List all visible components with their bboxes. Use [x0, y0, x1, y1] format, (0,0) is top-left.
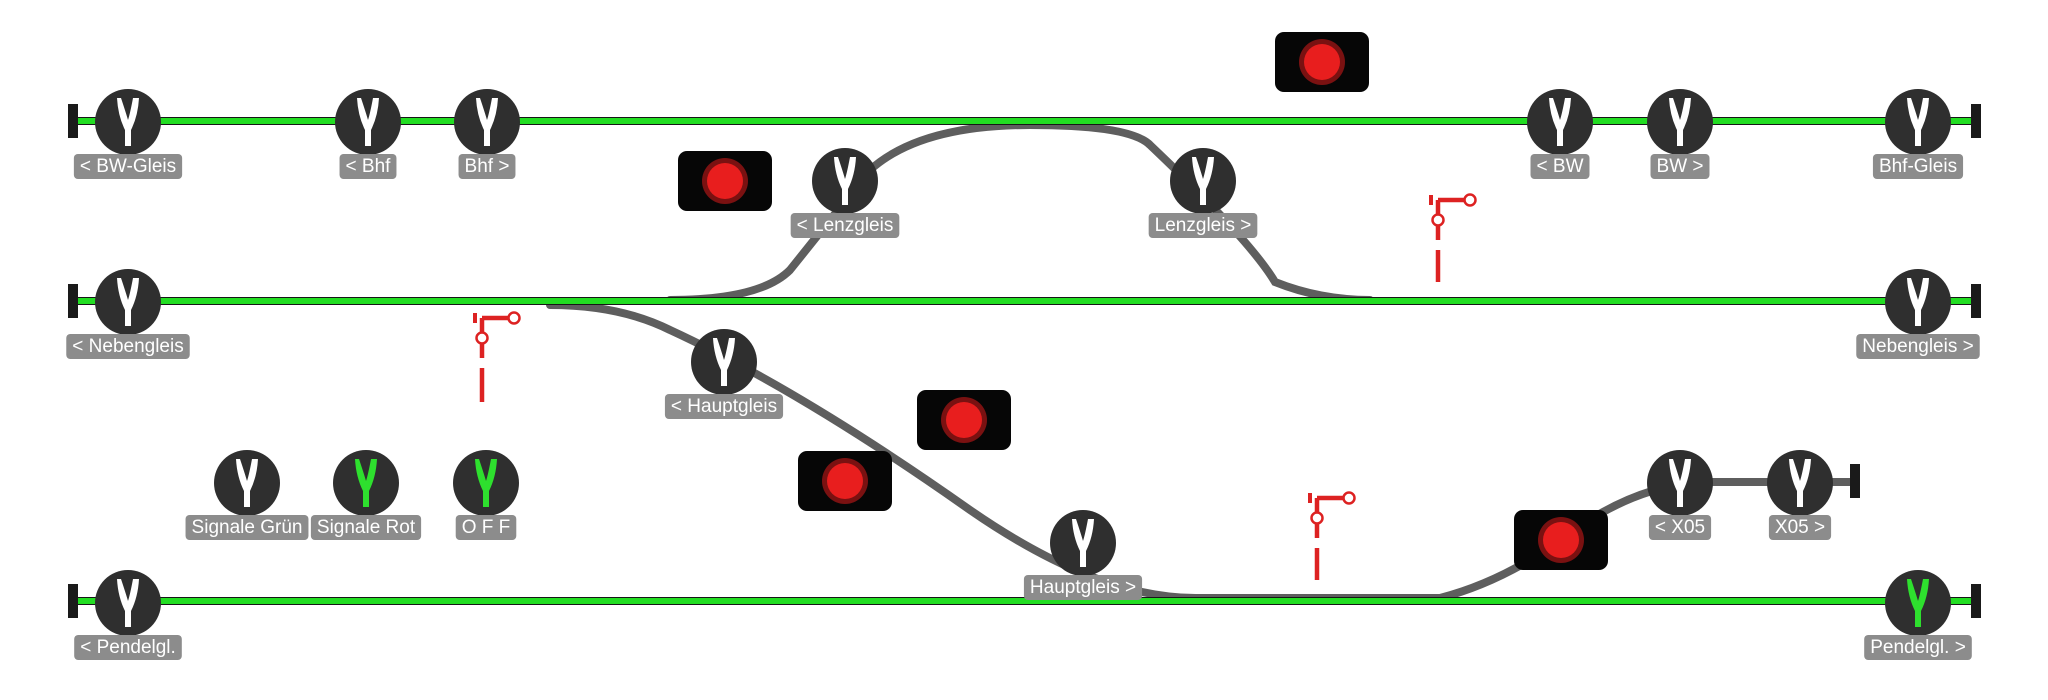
switch-label-text: < BW-Gleis — [80, 156, 176, 177]
switch-label-text: Signale Rot — [317, 517, 416, 538]
switch-label: Signale Rot — [310, 515, 422, 540]
switch-button[interactable]: BW > — [1647, 89, 1713, 179]
switch-label: < BW-Gleis — [73, 154, 183, 179]
switch-button[interactable]: Lenzgleis > — [1148, 148, 1258, 238]
switch-label: < Pendelgl. — [74, 635, 182, 660]
signal-lenzgleis[interactable] — [678, 151, 772, 211]
switch-label-text: < Nebengleis — [72, 336, 183, 357]
switch-label-background — [664, 394, 784, 419]
switch-label: < BW — [1530, 154, 1590, 179]
switch-label-background — [66, 334, 190, 359]
buffer-stop — [1971, 284, 1981, 318]
switch-label-background — [1023, 575, 1143, 600]
switch-button[interactable]: Signale Grün — [185, 450, 309, 540]
switch-label-background — [310, 515, 422, 540]
buffer-stop — [1971, 584, 1981, 618]
switch-button[interactable]: Pendelgl. > — [1864, 570, 1972, 660]
switch-label-background — [1648, 515, 1712, 540]
switch-label-text: Bhf > — [465, 156, 510, 177]
buffer-stop — [1971, 104, 1981, 138]
switch-label-text: Bhf-Gleis — [1879, 156, 1957, 177]
switch-button[interactable]: O F F — [453, 450, 519, 540]
switch-label: < Nebengleis — [66, 334, 190, 359]
buffer-stop — [68, 284, 78, 318]
semaphore-pendelgleis[interactable] — [1308, 491, 1356, 581]
buffer-stop — [68, 584, 78, 618]
signal-hauptgleis-b[interactable] — [798, 451, 892, 511]
switch-label-background — [1530, 154, 1590, 179]
switch-label-background — [455, 515, 517, 540]
switch-label: Bhf > — [458, 154, 516, 179]
active-tracks — [72, 117, 1977, 605]
switch-button[interactable]: < Lenzgleis — [790, 148, 900, 238]
switch-label-text: Pendelgl. > — [1870, 637, 1966, 658]
buffer-stop — [68, 104, 78, 138]
nebengleis-track — [72, 297, 1977, 305]
switch-button[interactable]: X05 > — [1767, 450, 1833, 540]
top-track — [72, 117, 1977, 125]
switch-label-text: < Lenzgleis — [797, 215, 894, 236]
semaphore-nebengleis-left[interactable] — [473, 311, 521, 403]
switch-label: BW > — [1650, 154, 1710, 179]
switch-label-text: < Pendelgl. — [80, 637, 176, 658]
switch-label-background — [339, 154, 397, 179]
switch-label-text: Hauptgleis > — [1030, 577, 1136, 598]
switch-label-text: BW > — [1657, 156, 1704, 177]
switch-button[interactable]: < X05 — [1647, 450, 1713, 540]
switch-label: Bhf-Gleis — [1872, 154, 1964, 179]
switch-label-text: Lenzgleis > — [1155, 215, 1252, 236]
signal-x05[interactable] — [1514, 510, 1608, 570]
switch-label-background — [1768, 515, 1832, 540]
switch-label-background — [458, 154, 516, 179]
switch-label-background — [185, 515, 309, 540]
signal-top[interactable] — [1275, 32, 1369, 92]
switch-button[interactable]: < Nebengleis — [66, 269, 190, 359]
switch-label-background — [1856, 334, 1980, 359]
switch-button[interactable]: Hauptgleis > — [1023, 510, 1143, 600]
buffer-stop — [1850, 464, 1860, 498]
switch-label: Lenzgleis > — [1148, 213, 1258, 238]
switch-label: O F F — [455, 515, 517, 540]
switch-label-text: Nebengleis > — [1862, 336, 1973, 357]
switch-label-text: < Hauptgleis — [671, 396, 777, 417]
switch-label-background — [1650, 154, 1710, 179]
switch-button[interactable]: < BW — [1527, 89, 1593, 179]
switch-label: Pendelgl. > — [1864, 635, 1972, 660]
switch-label-text: < Bhf — [346, 156, 392, 177]
switch-label: < Bhf — [339, 154, 397, 179]
pendelgleis-track — [72, 597, 1977, 605]
signal-hauptgleis-a[interactable] — [917, 390, 1011, 450]
switch-button[interactable]: Signale Rot — [310, 450, 422, 540]
switch-label-background — [1864, 635, 1972, 660]
switch-label: Hauptgleis > — [1023, 575, 1143, 600]
switch-button[interactable]: < Bhf — [335, 89, 401, 179]
switch-label: < X05 — [1648, 515, 1712, 540]
switch-label-text: < BW — [1537, 156, 1584, 177]
semaphore-nebengleis-right[interactable] — [1429, 193, 1477, 283]
switch-label: Nebengleis > — [1856, 334, 1980, 359]
switch-label-background — [1872, 154, 1964, 179]
switch-label-background — [1148, 213, 1258, 238]
switch-buttons: < BW-Gleis < Bhf Bhf > < BW BW > Bhf-Gleis < L… — [66, 89, 1980, 660]
switch-button[interactable]: Nebengleis > — [1856, 269, 1980, 359]
switch-label: Signale Grün — [185, 515, 309, 540]
switch-label-text: Signale Grün — [192, 517, 303, 538]
switch-button[interactable]: < Hauptgleis — [664, 329, 784, 419]
switch-button[interactable]: Bhf > — [454, 89, 520, 179]
switch-label-background — [74, 635, 182, 660]
switch-label-background — [73, 154, 183, 179]
switch-label: < Lenzgleis — [790, 213, 900, 238]
buffer-stops — [68, 104, 1981, 618]
switch-label: X05 > — [1768, 515, 1832, 540]
switch-label-background — [790, 213, 900, 238]
switch-label: < Hauptgleis — [664, 394, 784, 419]
switch-button[interactable]: < BW-Gleis — [73, 89, 183, 179]
switch-label-text: < X05 — [1655, 517, 1705, 538]
switch-label-text: O F F — [462, 517, 511, 538]
switch-button[interactable]: < Pendelgl. — [74, 570, 182, 660]
switch-label-text: X05 > — [1775, 517, 1825, 538]
lenzgleis-branch-track — [666, 120, 1374, 304]
switch-button[interactable]: Bhf-Gleis — [1872, 89, 1964, 179]
